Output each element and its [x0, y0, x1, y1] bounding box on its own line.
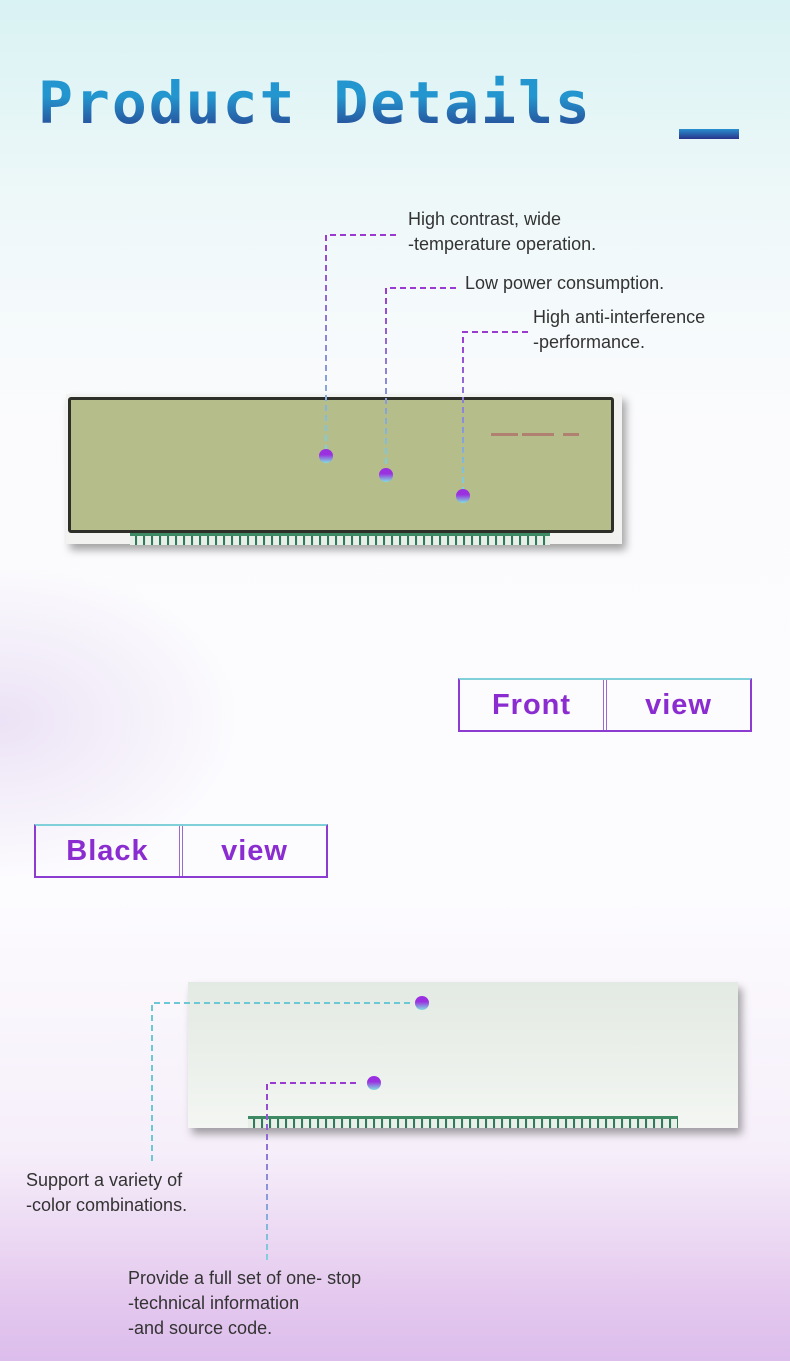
callout-anti-interference: High anti-interference -performance.	[533, 307, 706, 352]
callout-dot	[319, 449, 333, 463]
callout-dot	[456, 489, 470, 503]
callout-line	[325, 234, 396, 450]
lcd-front-image	[66, 394, 622, 545]
label-word: view	[221, 834, 288, 867]
callout-technical-info: Provide a full set of one- stop -technic…	[128, 1268, 362, 1338]
title-underline	[679, 129, 739, 139]
callout-dot	[367, 1076, 381, 1090]
callout-line	[266, 1082, 356, 1262]
front-view-label: Front view	[458, 678, 752, 732]
background-glow	[0, 560, 240, 880]
lcd-segment	[563, 433, 579, 436]
label-word: Front	[460, 680, 607, 730]
callout-color-combinations: Support a variety of -color combinations…	[26, 1170, 188, 1215]
callout-dot	[379, 468, 393, 482]
lcd-pins	[248, 1116, 678, 1128]
back-view-label: Black view	[34, 824, 328, 878]
callout-dot	[415, 996, 429, 1010]
callout-low-power: Low power consumption.	[465, 273, 665, 293]
lcd-panel	[68, 397, 614, 533]
label-word: view	[645, 688, 712, 721]
lcd-back-image	[188, 982, 738, 1128]
label-word: Black	[36, 826, 183, 876]
lcd-pins	[130, 533, 550, 545]
lcd-segment	[491, 433, 518, 436]
callout-high-contrast: High contrast, wide -temperature operati…	[408, 209, 597, 254]
page-title: Product Details	[38, 69, 592, 137]
lcd-segment	[522, 433, 554, 436]
callout-line	[462, 331, 528, 490]
callout-line	[385, 287, 456, 468]
callout-line	[151, 1002, 410, 1162]
